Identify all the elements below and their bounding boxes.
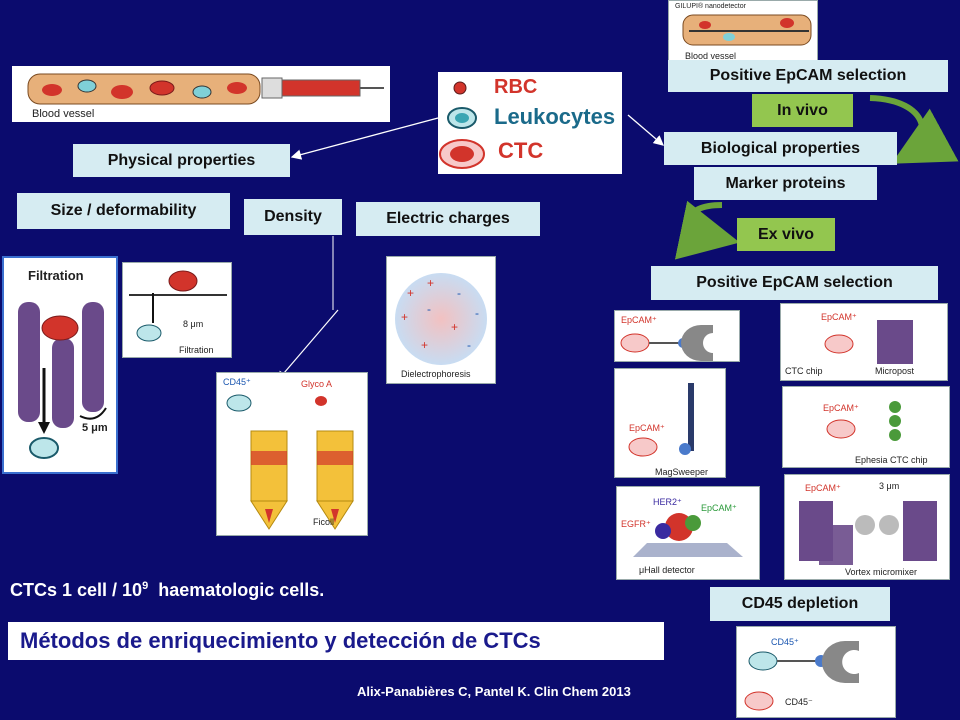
cd45-panel: CD45⁺ CD45⁻ [736,626,896,718]
filtration-panel: Filtration 5 μm [2,256,118,474]
gilupi-label: GILUPI® nanodetector [675,3,746,10]
box-physical-properties: Physical properties [73,144,290,177]
vortex-3um: 3 μm [879,481,900,491]
cd45-minus-label: CD45⁻ [785,697,813,707]
filtration-small-label: Filtration [179,345,214,355]
box-ex-vivo: Ex vivo [737,218,835,251]
ctc-ratio-prefix: CTCs 1 cell / 10 [10,580,143,600]
box-density: Density [244,199,342,235]
uhall-illustration [633,513,743,557]
her2-label: HER2⁺ [653,497,682,507]
ficoll-label: Ficoll [313,517,335,527]
ctc-chip-panel: EpCAM⁺ CTC chip Micropost [780,303,948,381]
ctc-ratio-suffix: haematologic cells. [148,580,325,600]
micropost-label: Micropost [875,366,915,376]
arrow-to-physical [290,117,439,160]
epcam-plus-4: EpCAM⁺ [823,403,859,413]
magsweeper-illustration [628,383,694,457]
ficoll-panel: CD45⁺ Glyco A Ficoll [216,372,368,536]
magsweeper-panel: EpCAM⁺ MagSweeper [614,368,726,478]
dielectro-label: Dielectrophoresis [401,369,471,379]
blood-vessel-panel: Blood vessel [12,66,390,122]
cell-legend: RBC Leukocytes CTC [438,72,622,174]
dielectro-panel: + + + + + - - - - Dielectrophoresis [386,256,496,384]
dielectro-illustration: + + + + + - - - - [395,273,487,365]
cd45-illustration [744,641,859,711]
cell-legend-icons [439,81,485,169]
svg-text:-: - [457,286,461,300]
filtration-illustration [18,302,107,459]
ctc-chip-illustration [824,320,913,364]
cd45-plus-label: CD45⁺ [771,637,799,647]
blood-vessel-label: Blood vessel [32,108,95,120]
epcam-plus-1: EpCAM⁺ [621,315,657,325]
box-epcam-mid: Positive EpCAM selection [651,266,938,300]
filtration-5um: 5 μm [82,422,108,434]
gilupi-illustration [682,14,812,46]
filtration-small-illustration [129,270,227,342]
epcam-plus-3: EpCAM⁺ [629,423,665,433]
ex-vivo-curve-arrow [674,200,740,260]
ephesia-label: Ephesia CTC chip [855,455,928,465]
box-in-vivo: In vivo [752,94,853,127]
ficoll-glyco: Glyco A [301,379,333,389]
epcam-plus-2: EpCAM⁺ [821,312,857,322]
ctc-ratio: CTCs 1 cell / 109 haematologic cells. [10,580,324,601]
magsweeper-label: MagSweeper [655,467,709,477]
uhall-label: μHall detector [639,565,695,575]
egfr-label: EGFR⁺ [621,519,651,529]
slide-title: Métodos de enriquecimiento y detección d… [8,622,664,660]
epcam-plus-5: EpCAM⁺ [701,503,737,513]
ficoll-illustration [226,394,354,530]
svg-text:-: - [467,338,471,352]
svg-text:-: - [475,306,479,320]
svg-text:+: + [451,320,458,334]
box-size-deformability: Size / deformability [17,193,230,229]
box-epcam-top: Positive EpCAM selection [668,60,948,92]
vortex-panel: EpCAM⁺ 3 μm Vortex micromixer [784,474,950,580]
epcam-magnet-panel: EpCAM⁺ [614,310,740,362]
svg-text:-: - [427,302,431,316]
filtration-small-panel: 8 μm Filtration [122,262,232,358]
blood-vessel-illustration [27,73,384,105]
gilupi-vessel-label: Blood vessel [685,51,737,61]
svg-text:+: + [401,310,408,324]
citation: Alix-Panabières C, Pantel K. Clin Chem 2… [357,684,631,699]
box-electric-charges: Electric charges [356,202,540,236]
svg-text:+: + [407,286,414,300]
uhall-panel: HER2⁺ EpCAM⁺ EGFR⁺ μHall detector [616,486,760,580]
legend-leukocytes: Leukocytes [494,104,616,129]
rbc-icon [453,81,467,95]
epcam-plus-6: EpCAM⁺ [805,483,841,493]
svg-text:+: + [427,276,434,290]
slide-title-text: Métodos de enriquecimiento y detección d… [20,628,541,653]
density-line-2 [277,309,339,381]
arrow-to-biological [627,114,664,146]
vortex-illustration [799,501,937,565]
ephesia-panel: EpCAM⁺ Ephesia CTC chip [782,386,950,468]
ctc-ratio-exponent: 9 [142,580,149,592]
legend-ctc: CTC [498,138,544,163]
box-marker-proteins: Marker proteins [694,167,877,200]
legend-rbc: RBC [494,76,538,98]
filtration-8um: 8 μm [183,319,204,329]
vortex-label: Vortex micromixer [845,567,918,577]
ctc-chip-label: CTC chip [785,366,823,376]
box-cd45-depletion: CD45 depletion [710,587,890,621]
filtration-title: Filtration [28,268,84,283]
ficoll-cd45: CD45⁺ [223,377,251,387]
in-vivo-curve-arrow [869,95,959,164]
gilupi-panel: GILUPI® nanodetector Blood vessel [668,0,818,62]
svg-text:+: + [421,338,428,352]
ephesia-illustration [826,401,901,441]
epcam-magnet-illustration [620,325,713,361]
box-biological-properties: Biological properties [664,132,897,165]
